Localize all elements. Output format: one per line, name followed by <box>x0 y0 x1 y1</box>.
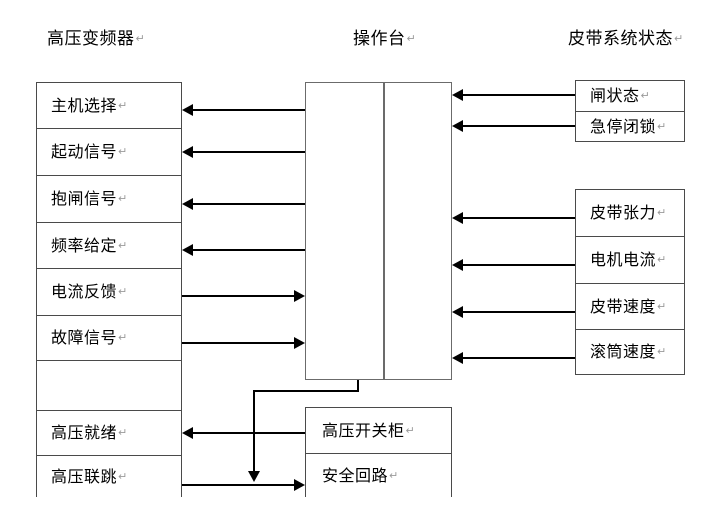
connector-switchgear-to-hv-ready <box>193 432 305 434</box>
left-row-frequency-setpoint[interactable]: 频率给定↵ <box>37 223 181 269</box>
arrowhead-left <box>452 120 463 132</box>
console-divider <box>383 83 385 379</box>
left-row-current-feedback[interactable]: 电流反馈↵ <box>37 269 181 316</box>
left-row-label: 高压就绪↵ <box>51 423 128 442</box>
connector-gate-status-to-console <box>463 94 575 96</box>
right-row-estop-interlock[interactable]: 急停闭锁↵ <box>576 112 684 141</box>
arrowhead-right <box>294 290 305 302</box>
left-row-label: 频率给定↵ <box>51 235 128 255</box>
arrowhead-left <box>452 212 463 224</box>
connector-belt-speed-to-console <box>463 311 575 313</box>
right-row-drum-speed[interactable]: 滚筒速度↵ <box>576 330 684 374</box>
right-row-label: 闸状态↵ <box>590 86 651 105</box>
belt-status-stack-top: 闸状态↵ 急停闭锁↵ <box>575 80 685 142</box>
arrowhead-left <box>182 244 193 256</box>
left-row-label: 抱闸信号↵ <box>51 189 128 208</box>
left-row-label: 电流反馈↵ <box>51 282 128 301</box>
connector-console-to-host-select <box>193 109 305 111</box>
connector-console-to-brake-signal <box>193 203 305 205</box>
heading-left-text: 高压变频器 <box>47 29 135 49</box>
right-row-label: 电机电流↵ <box>590 250 667 269</box>
arrowhead-left <box>182 104 193 116</box>
left-row-blank <box>37 361 181 411</box>
arrowhead-right <box>294 337 305 349</box>
belt-status-stack-bottom: 皮带张力↵ 电机电流↵ 皮带速度↵ 滚筒速度↵ <box>575 189 685 375</box>
connector-current-feedback-to-console <box>182 295 294 297</box>
connector-console-down-to-safety <box>253 390 255 473</box>
bottom-row-safety-circuit[interactable]: 安全回路↵ <box>306 454 451 498</box>
left-row-label: 起动信号↵ <box>51 142 128 161</box>
connector-belt-tension-to-console <box>463 217 575 219</box>
right-row-label: 皮带张力↵ <box>590 203 667 222</box>
bottom-row-label: 安全回路↵ <box>322 466 399 485</box>
console-box[interactable] <box>305 82 452 380</box>
arrowhead-left <box>452 352 463 364</box>
arrowhead-left <box>452 306 463 318</box>
connector-fault-signal-to-console <box>182 342 294 344</box>
heading-right: 皮带系统状态↵ <box>568 29 684 49</box>
pilcrow-mark: ↵ <box>674 32 684 45</box>
right-row-label: 皮带速度↵ <box>590 296 667 316</box>
bottom-row-hv-switchgear[interactable]: 高压开关柜↵ <box>306 408 451 454</box>
bottom-row-label: 高压开关柜↵ <box>322 420 416 440</box>
heading-center-text: 操作台 <box>353 29 406 49</box>
right-row-belt-speed[interactable]: 皮带速度↵ <box>576 284 684 330</box>
pilcrow-mark: ↵ <box>406 32 417 45</box>
right-row-label: 急停闭锁↵ <box>590 116 667 136</box>
right-row-belt-tension[interactable]: 皮带张力↵ <box>576 190 684 237</box>
left-row-label: 主机选择↵ <box>51 95 128 115</box>
heading-center: 操作台↵ <box>353 29 416 49</box>
left-row-hv-trip[interactable]: 高压联跳↵ <box>37 456 181 498</box>
left-signal-stack: 主机选择↵ 起动信号↵ 抱闸信号↵ 频率给定↵ 电流反馈↵ 故障信号↵ 高压就绪… <box>36 82 182 498</box>
arrowhead-left <box>452 89 463 101</box>
connector-estop-interlock-to-console <box>463 125 575 127</box>
pilcrow-mark: ↵ <box>135 32 146 45</box>
connector-console-to-start-signal <box>193 151 305 153</box>
connector-motor-current-to-console <box>463 264 575 266</box>
arrowhead-left <box>182 198 193 210</box>
left-row-start-signal[interactable]: 起动信号↵ <box>37 129 181 176</box>
arrowhead-left <box>452 259 463 271</box>
left-row-label: 故障信号↵ <box>51 328 128 347</box>
connector-console-down-segment <box>357 380 359 392</box>
right-row-gate-status[interactable]: 闸状态↵ <box>576 81 684 112</box>
switchgear-stack: 高压开关柜↵ 安全回路↵ <box>305 407 452 498</box>
heading-left: 高压变频器↵ <box>47 29 145 49</box>
arrowhead-left <box>182 146 193 158</box>
connector-console-to-frequency-setpoint <box>193 249 305 251</box>
right-row-motor-current[interactable]: 电机电流↵ <box>576 237 684 284</box>
arrowhead-down <box>248 471 260 482</box>
arrowhead-right <box>294 479 305 491</box>
right-row-label: 滚筒速度↵ <box>590 342 667 361</box>
left-row-hv-ready[interactable]: 高压就绪↵ <box>37 411 181 456</box>
left-row-brake-signal[interactable]: 抱闸信号↵ <box>37 176 181 223</box>
heading-right-text: 皮带系统状态 <box>568 29 673 49</box>
arrowhead-left <box>182 427 193 439</box>
connector-console-left-segment <box>253 390 359 392</box>
connector-hv-trip-to-safety-circuit <box>182 484 294 486</box>
left-row-label: 高压联跳↵ <box>51 467 128 486</box>
left-row-host-select[interactable]: 主机选择↵ <box>37 83 181 129</box>
connector-drum-speed-to-console <box>463 357 575 359</box>
left-row-fault-signal[interactable]: 故障信号↵ <box>37 316 181 361</box>
